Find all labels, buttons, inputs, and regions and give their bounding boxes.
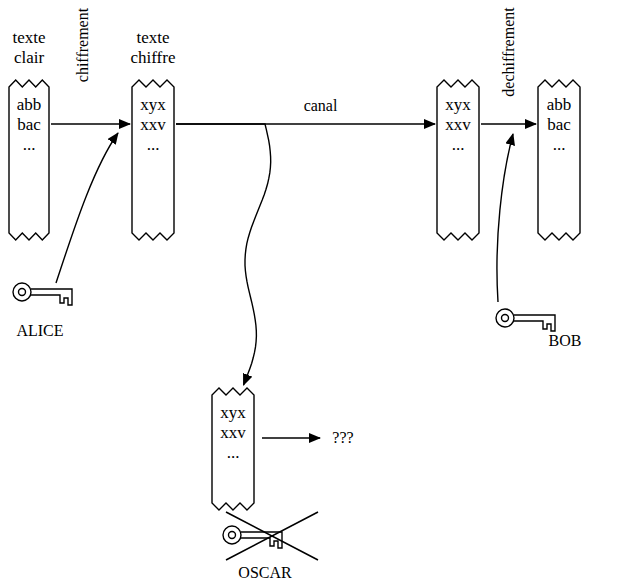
channel-arrow <box>481 123 536 124</box>
scroll-content: xyx xxv ... <box>437 80 479 155</box>
scroll-heading: texte clair <box>0 28 59 68</box>
scroll-text: abb bac ... <box>13 95 45 155</box>
scroll-outline-path <box>132 80 174 240</box>
key-arrow <box>56 133 118 283</box>
bob-key <box>496 309 555 331</box>
scroll-text: xyx xxv ... <box>216 403 250 463</box>
scroll-heading: texte chiffre <box>123 28 183 68</box>
person-name: ALICE <box>14 322 65 340</box>
person-name: OSCAR <box>236 564 293 582</box>
scroll-outline-path <box>437 80 479 240</box>
scroll-content: xyx xxv ... <box>212 388 254 463</box>
paper-scroll: texte clairabb bac ... <box>9 80 49 240</box>
paper-scroll: xyx xxv ... <box>212 388 254 510</box>
alice-key <box>13 283 72 305</box>
scroll-content: abb bac ... <box>9 80 49 155</box>
edge-label: canal <box>302 97 340 115</box>
scroll-outline-path <box>9 80 49 240</box>
edge-label: chiffrement <box>74 6 92 84</box>
scroll-content: xyx xxv ... <box>132 80 174 155</box>
channel-arrow <box>51 123 130 124</box>
unknown-result: ??? <box>330 429 355 447</box>
channel-arrow <box>176 124 271 385</box>
scroll-outline-path <box>538 80 580 240</box>
paper-scroll: abb bac ... <box>538 80 580 240</box>
guess-arrow <box>262 437 320 438</box>
scroll-text: xyx xxv ... <box>136 95 170 155</box>
edge-label: dechiffrement <box>500 5 518 98</box>
cross-mark <box>226 512 318 560</box>
scroll-text: abb bac ... <box>542 95 576 155</box>
scroll-content: abb bac ... <box>538 80 580 155</box>
key-arrow <box>497 134 513 302</box>
scroll-text: xyx xxv ... <box>441 95 475 155</box>
paper-scroll: texte chiffrexyx xxv ... <box>132 80 174 240</box>
paper-scroll: xyx xxv ... <box>437 80 479 240</box>
scroll-outline-path <box>212 388 254 510</box>
person-name: BOB <box>547 332 584 350</box>
